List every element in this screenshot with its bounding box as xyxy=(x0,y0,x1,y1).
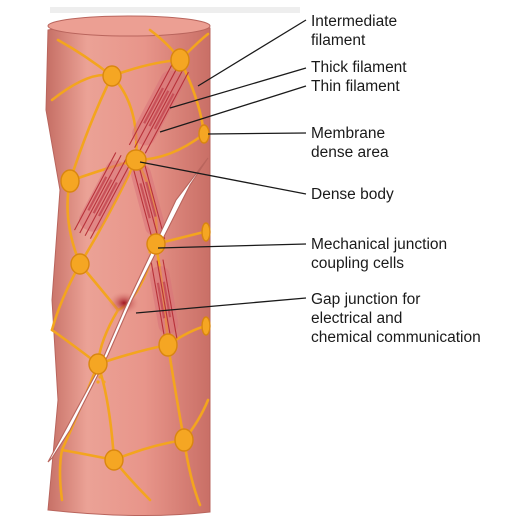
dense-body xyxy=(61,170,79,192)
label-thin-filament: Thin filament xyxy=(311,78,400,95)
membrane-dense-area xyxy=(199,125,209,143)
label-membrane-dense-area: Membrane dense area xyxy=(311,125,389,161)
labels: Intermediate filament Thick filament Thi… xyxy=(311,13,481,346)
label-mechanical-junction: Mechanical junction coupling cells xyxy=(311,236,451,272)
label-thick-filament: Thick filament xyxy=(311,59,407,76)
dense-body xyxy=(159,334,177,356)
dense-body xyxy=(175,429,193,451)
label-dense-body: Dense body xyxy=(311,186,394,203)
dense-body xyxy=(89,354,107,374)
leader-intermediate-filament xyxy=(198,20,306,86)
dense-body xyxy=(126,150,146,170)
leader-membrane-dense-area xyxy=(208,133,306,134)
dense-body xyxy=(147,234,165,254)
dense-body xyxy=(105,450,123,470)
dense-body xyxy=(103,66,121,86)
label-gap-junction: Gap junction for electrical and chemical… xyxy=(311,291,481,346)
membrane-dense-area xyxy=(202,317,210,335)
membrane-dense-area xyxy=(202,223,210,241)
label-intermediate-filament: Intermediate filament xyxy=(311,13,401,49)
dense-body xyxy=(171,49,189,71)
dense-body xyxy=(71,254,89,274)
